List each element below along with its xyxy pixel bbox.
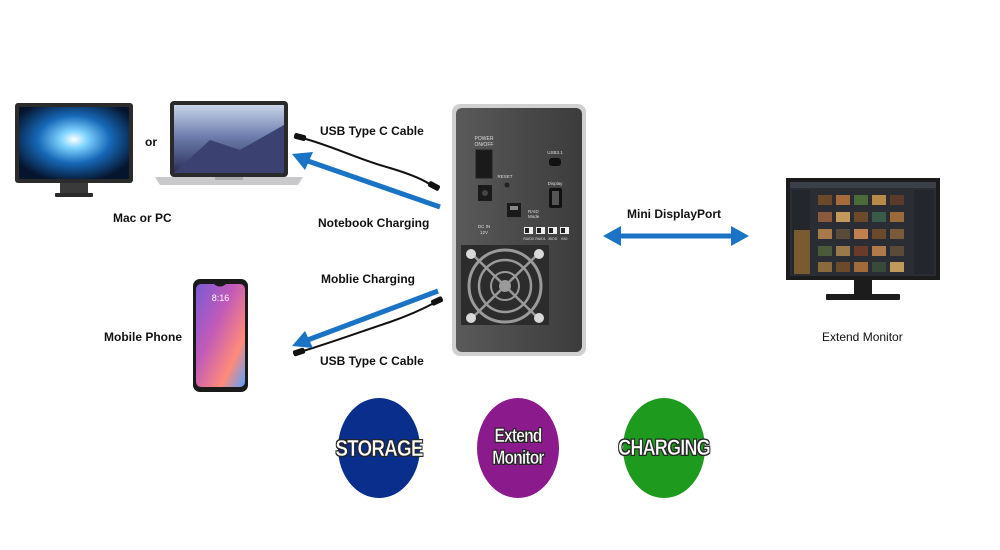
power-label-line1: POWER xyxy=(475,136,494,142)
extend-monitor-badge-text: Extend Monitor xyxy=(492,426,545,470)
mini-displayport-arrow xyxy=(603,226,749,246)
external-monitor xyxy=(786,178,940,300)
usb-c-cable-bottom-label: USB Type C Cable xyxy=(320,354,424,368)
usb-c-cable-top-label: USB Type C Cable xyxy=(320,124,424,138)
usb-label: USB3.1 xyxy=(547,150,563,155)
mini-displayport-label: Mini DisplayPort xyxy=(627,207,722,221)
raid-option-label: JBOD xyxy=(548,237,558,241)
mobile-phone-label: Mobile Phone xyxy=(104,330,182,344)
usb-c-cable-bottom xyxy=(292,296,444,357)
raid-option-label: BIG xyxy=(561,237,567,241)
phone-clock: 8:16 xyxy=(212,293,230,303)
raid-mode-line2: Mode xyxy=(528,214,540,219)
charging-badge: CHARGING xyxy=(618,398,711,498)
usb-c-cable-top xyxy=(293,132,441,191)
reset-label: RESET xyxy=(497,174,512,179)
extend-monitor-label: Extend Monitor xyxy=(822,330,903,344)
imac-computer xyxy=(15,103,133,197)
extend-monitor-badge: Extend Monitor xyxy=(477,398,559,498)
or-label: or xyxy=(145,135,157,149)
mac-or-pc-label: Mac or PC xyxy=(113,211,172,225)
display-label: Display xyxy=(548,181,564,186)
notebook-charging-label: Notebook Charging xyxy=(318,216,430,230)
raid-switch-knob xyxy=(537,228,541,233)
mobile-charging-label: Moblie Charging xyxy=(321,272,415,286)
raid-option-label: RAID0 xyxy=(523,237,534,241)
notebook-charging-arrow xyxy=(292,152,441,210)
raid-switch-knob xyxy=(561,228,565,233)
dc-in-line1: DC IN xyxy=(478,224,490,229)
mobile-charging-arrow xyxy=(292,288,439,348)
raid-switch-knob xyxy=(549,228,553,233)
dc-in-line2: 12V xyxy=(480,230,488,235)
mobile-phone: 8:16 xyxy=(193,279,248,392)
cooling-fan xyxy=(461,245,549,325)
raid-option-label: RAID1 xyxy=(535,237,546,241)
power-label-line2: ON/OFF xyxy=(475,142,494,148)
raid-mode-line1: RAID xyxy=(528,209,540,214)
laptop-computer xyxy=(155,101,303,185)
charging-badge-text: CHARGING xyxy=(618,435,711,461)
storage-badge: STORAGE xyxy=(335,398,424,498)
storage-badge-text: STORAGE xyxy=(335,434,423,461)
raid-switch-knob xyxy=(525,228,529,233)
